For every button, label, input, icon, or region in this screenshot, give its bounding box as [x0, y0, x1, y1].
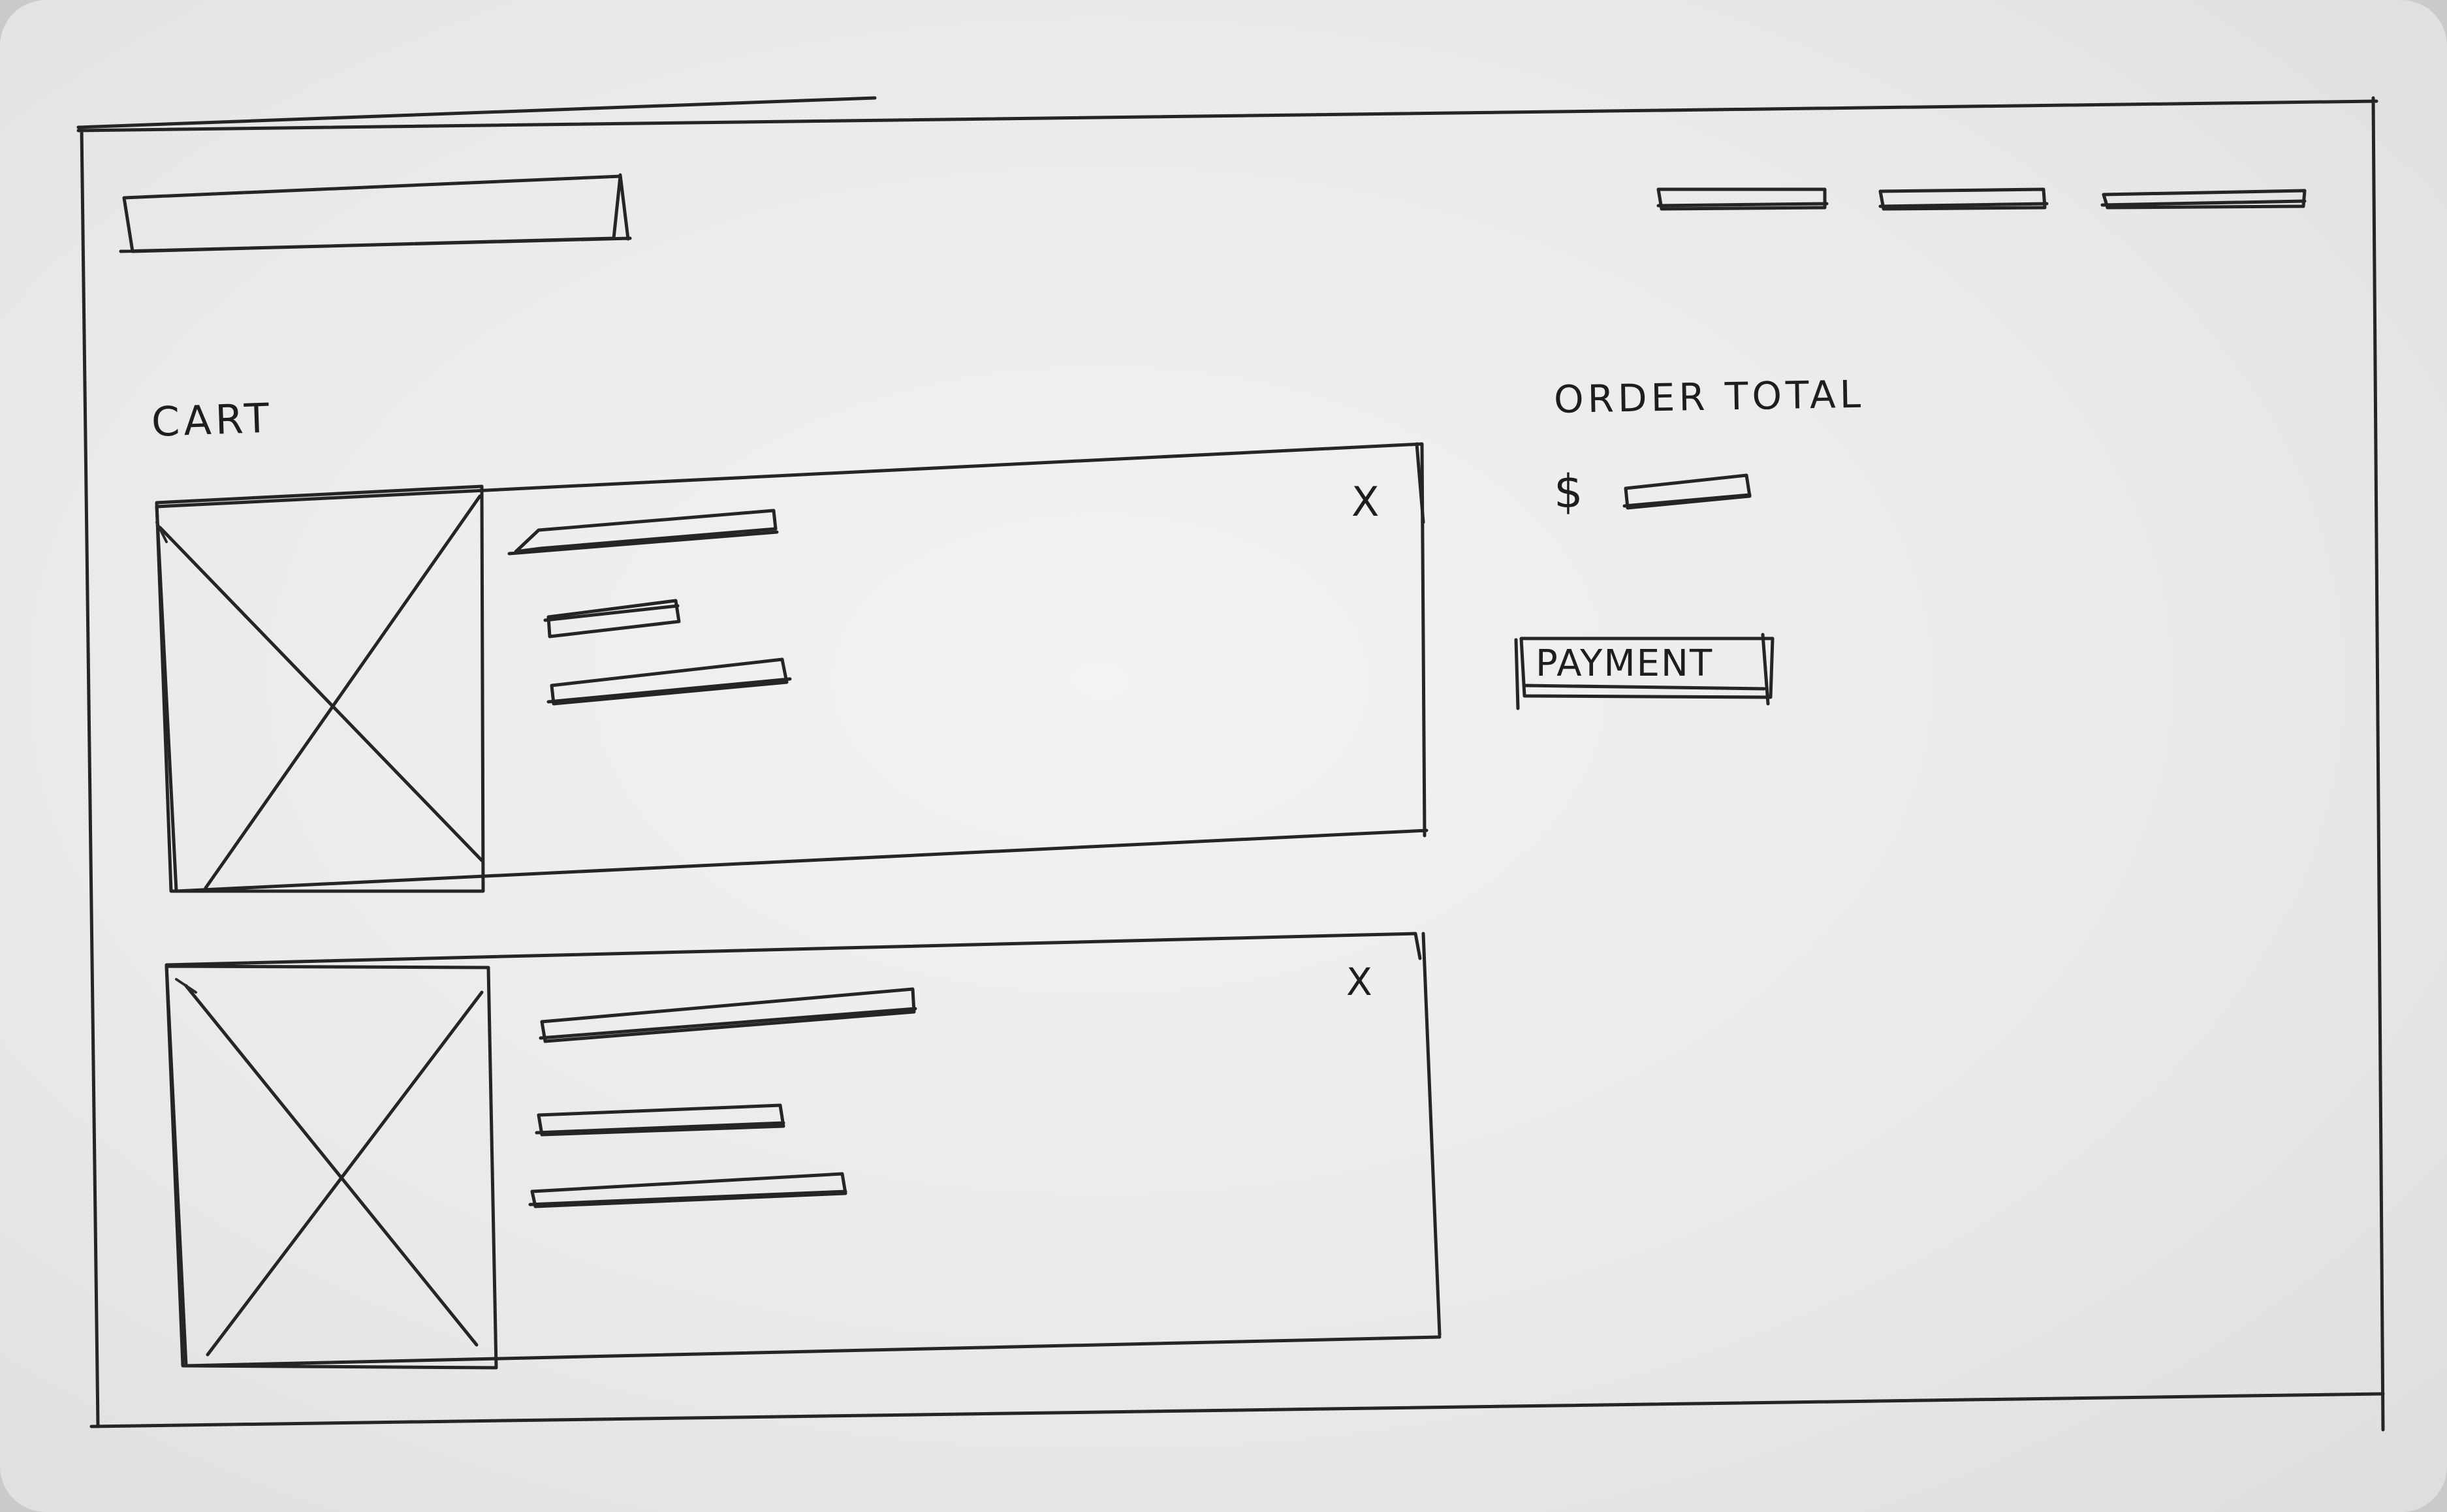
cart-item-2-price-bar	[535, 1103, 785, 1137]
payment-button-outline	[1514, 633, 1775, 710]
browser-frame	[76, 96, 2385, 1432]
logo-search-placeholder[interactable]	[121, 173, 633, 255]
cart-heading: CART	[150, 394, 274, 446]
currency-symbol: $	[1554, 465, 1583, 518]
payment-button-label: PAYMENT	[1536, 642, 1714, 685]
cart-item-2-image-placeholder	[165, 964, 498, 1370]
cart-item-1-price-bar	[543, 599, 681, 638]
nav-link-2[interactable]	[1878, 187, 2049, 211]
nav-link-3[interactable]	[2100, 189, 2307, 210]
cart-item-2-card	[165, 932, 1442, 1368]
remove-item-1-close-icon[interactable]: X	[1351, 478, 1380, 526]
cart-item-1-card	[155, 442, 1429, 893]
payment-button[interactable]	[1515, 633, 1776, 708]
header-logo-bar	[119, 173, 632, 253]
remove-item-2-close-icon[interactable]: X	[1346, 960, 1372, 1004]
cart-item-1-title-bar	[507, 509, 779, 556]
cart-item-2-qty-bar	[528, 1172, 847, 1208]
cart-item-2-title-bar	[539, 987, 917, 1043]
order-total-amount-bar	[1622, 473, 1752, 510]
cart-item-1-image-placeholder	[155, 484, 485, 893]
nav-link-1[interactable]	[1656, 187, 1829, 211]
cart-item-1-qty-bar	[546, 657, 792, 706]
order-total-label: ORDER TOTAL	[1553, 371, 1865, 422]
